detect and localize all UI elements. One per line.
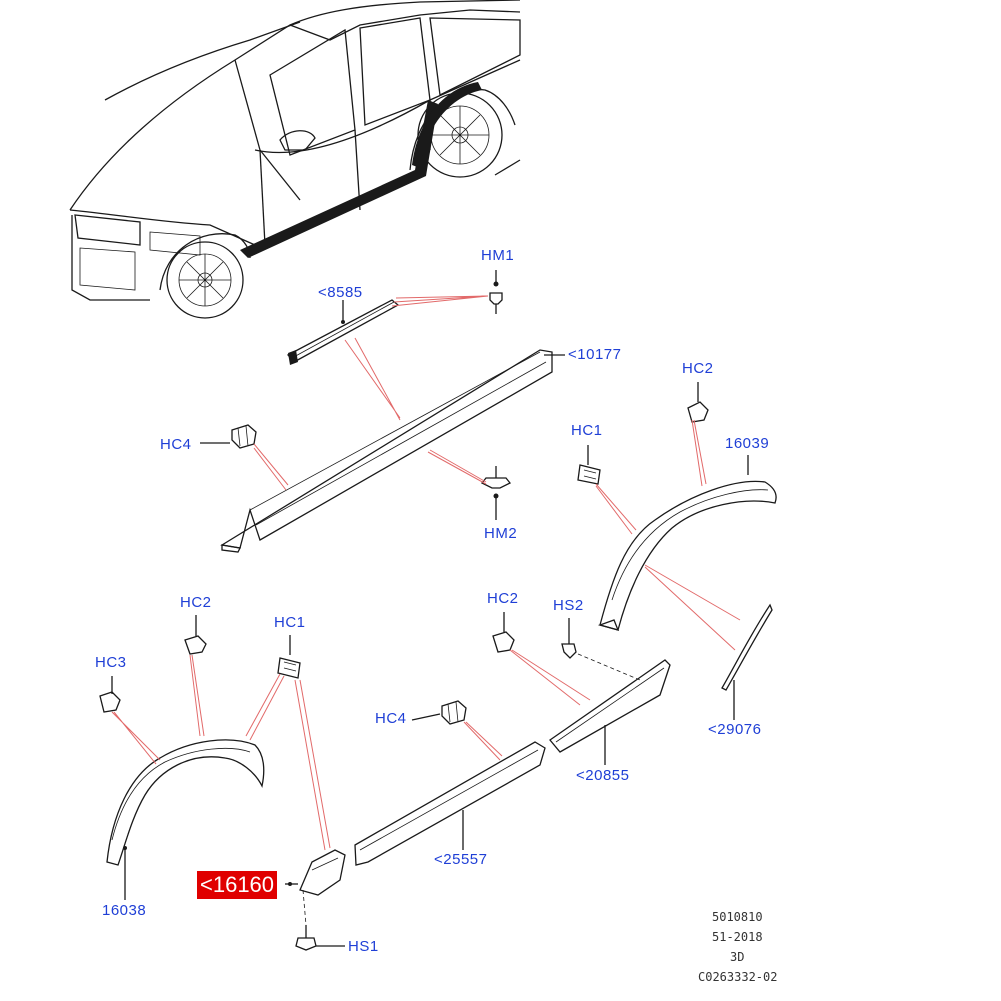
callout-part-29076[interactable]: <29076	[708, 721, 762, 738]
clip-hc2-mid-icon	[492, 631, 515, 653]
fastener-hm2-icon	[480, 466, 512, 499]
clip-hc1-right-icon	[577, 464, 601, 485]
fastener-hs1-icon	[295, 925, 317, 951]
clip-hc4-top-icon	[231, 424, 257, 449]
vehicle-overview-drawing	[69, 0, 521, 319]
callout-part-25557[interactable]: <25557	[434, 851, 488, 868]
callout-part-8585[interactable]: <8585	[318, 284, 363, 301]
callout-part-10177[interactable]: <10177	[568, 346, 622, 363]
callout-hc2-right[interactable]: HC2	[682, 360, 714, 377]
clip-hc2-right-icon	[687, 401, 709, 423]
part-29076-shape	[721, 603, 773, 691]
callout-hs2[interactable]: HS2	[553, 597, 584, 614]
callout-leaders	[111, 270, 749, 947]
reference-line-2: 51-2018	[712, 930, 763, 944]
callout-part-16038[interactable]: 16038	[102, 902, 147, 919]
part-25557-shape	[354, 741, 546, 866]
part-16160-shape	[299, 849, 346, 896]
reference-line-4: C0263332-02	[698, 970, 778, 984]
callout-hc3[interactable]: HC3	[95, 654, 127, 671]
callout-hc4-top[interactable]: HC4	[160, 436, 192, 453]
leader-lines	[111, 295, 741, 926]
callout-hc2-left[interactable]: HC2	[180, 594, 212, 611]
part-16039-shape	[597, 480, 777, 631]
callout-hc1-right[interactable]: HC1	[571, 422, 603, 439]
fastener-hm1-icon	[489, 281, 503, 314]
part-10177-shape	[220, 349, 553, 553]
callout-hm1[interactable]: HM1	[481, 247, 515, 264]
callout-part-20855[interactable]: <20855	[576, 767, 630, 784]
part-16038-shape	[106, 739, 265, 866]
reference-line-3: 3D	[730, 950, 745, 964]
clip-hc2-left-icon	[184, 635, 207, 655]
callout-hc1-left[interactable]: HC1	[274, 614, 306, 631]
callout-hc4-mid[interactable]: HC4	[375, 710, 407, 727]
callout-hs1[interactable]: HS1	[348, 938, 379, 955]
clip-hc4-mid-icon	[441, 700, 467, 725]
callout-part-16039[interactable]: 16039	[725, 435, 770, 452]
callout-hm2[interactable]: HM2	[484, 525, 518, 542]
clip-hc3-icon	[99, 691, 121, 713]
part-20855-shape	[549, 659, 671, 753]
fastener-hs2-icon	[561, 628, 577, 659]
callout-hc2-mid[interactable]: HC2	[487, 590, 519, 607]
reference-line-1: 5010810	[712, 910, 763, 924]
clip-hc1-left-icon	[277, 657, 301, 679]
callout-part-16160-highlighted[interactable]: <16160	[197, 871, 278, 899]
